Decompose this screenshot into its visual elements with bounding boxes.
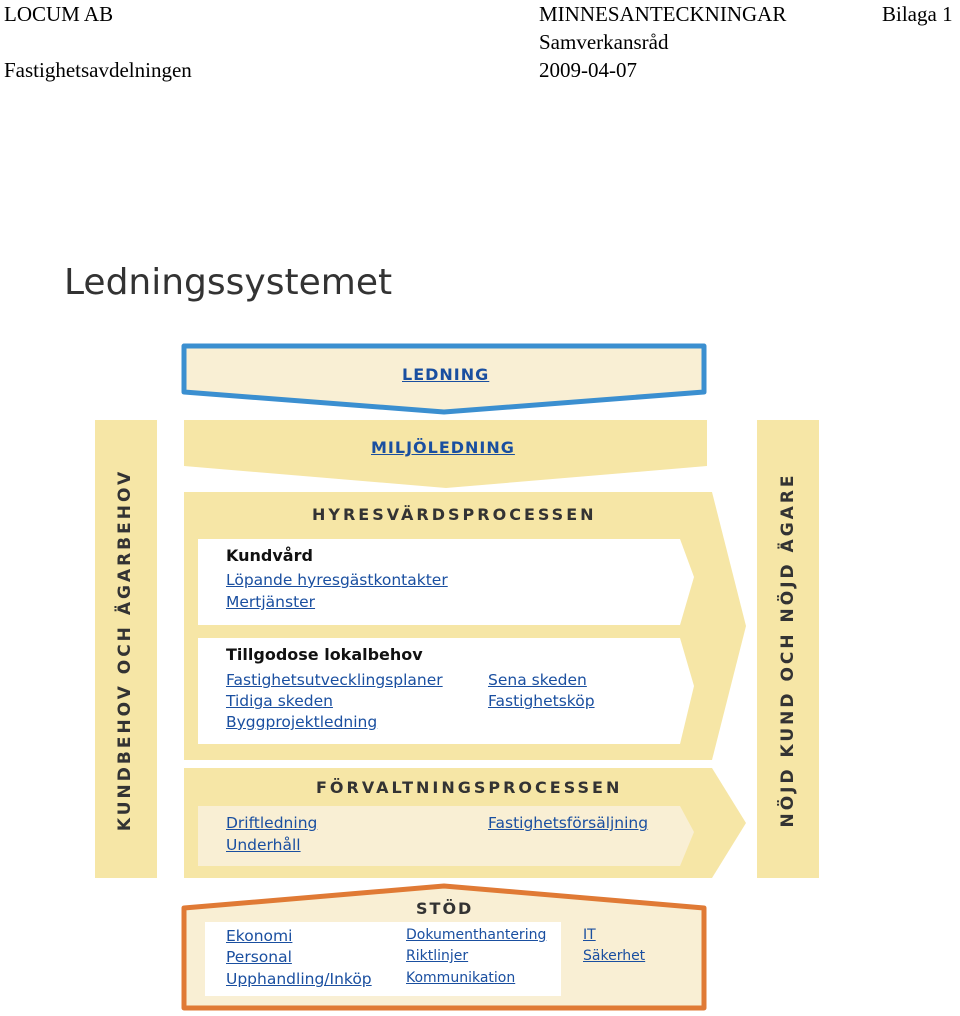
link-fastighetskop[interactable]: Fastighetsköp [488, 692, 595, 710]
link-upphandling-inkop[interactable]: Upphandling/Inköp [226, 970, 372, 988]
ledning-link[interactable]: LEDNING [402, 365, 490, 384]
ledning-shape [181, 343, 707, 415]
link-dokumenthantering[interactable]: Dokumenthantering [406, 927, 547, 943]
link-it[interactable]: IT [583, 927, 596, 943]
link-tidiga-skeden[interactable]: Tidiga skeden [226, 692, 333, 710]
link-fastighetsutvecklingsplaner[interactable]: Fastighetsutvecklingsplaner [226, 671, 443, 689]
link-underhall[interactable]: Underhåll [226, 836, 301, 854]
diagram-title: Ledningssystemet [64, 262, 393, 303]
tillgodose-heading: Tillgodose lokalbehov [226, 645, 423, 664]
link-fastighetsforsaljning[interactable]: Fastighetsförsäljning [488, 814, 649, 832]
link-sena-skeden[interactable]: Sena skeden [488, 671, 587, 689]
miljoledning-shape [184, 420, 707, 488]
tillgodose-panel [198, 638, 694, 744]
link-personal[interactable]: Personal [226, 948, 292, 966]
link-mertjanster[interactable]: Mertjänster [226, 593, 316, 611]
forvaltning-heading: FÖRVALTNINGSPROCESSEN [316, 778, 623, 797]
stod-heading: STÖD [416, 899, 474, 918]
miljoledning-link[interactable]: MILJÖLEDNING [371, 438, 515, 457]
right-side-label: NÖJD KUND OCH NÖJD ÄGARE [778, 472, 798, 828]
meeting-date: 2009-04-07 [539, 58, 637, 82]
kundvard-panel [198, 539, 694, 625]
forvaltning-panel [198, 806, 694, 866]
hyresvard-heading: HYRESVÄRDSPROCESSEN [312, 505, 597, 524]
link-sakerhet[interactable]: Säkerhet [583, 948, 646, 964]
link-kommunikation[interactable]: Kommunikation [406, 970, 516, 986]
link-lopande-hyresgastkontakter[interactable]: Löpande hyresgästkontakter [226, 571, 448, 589]
attachment-label: Bilaga 1 [882, 2, 953, 26]
left-side-bar [95, 420, 157, 878]
department-name: Fastighetsavdelningen [4, 58, 192, 82]
link-riktlinjer[interactable]: Riktlinjer [406, 948, 469, 964]
kundvard-heading: Kundvård [226, 546, 313, 565]
left-side-label: KUNDBEHOV OCH ÄGARBEHOV [115, 468, 135, 832]
stod-panel [205, 922, 561, 996]
meeting-name: Samverkansråd [539, 30, 669, 54]
right-side-bar [757, 420, 819, 878]
link-driftledning[interactable]: Driftledning [226, 814, 318, 832]
link-ekonomi[interactable]: Ekonomi [226, 927, 293, 945]
link-byggprojektledning[interactable]: Byggprojektledning [226, 713, 378, 731]
document-type: MINNESANTECKNINGAR [539, 2, 787, 26]
company-name: LOCUM AB [4, 2, 114, 26]
